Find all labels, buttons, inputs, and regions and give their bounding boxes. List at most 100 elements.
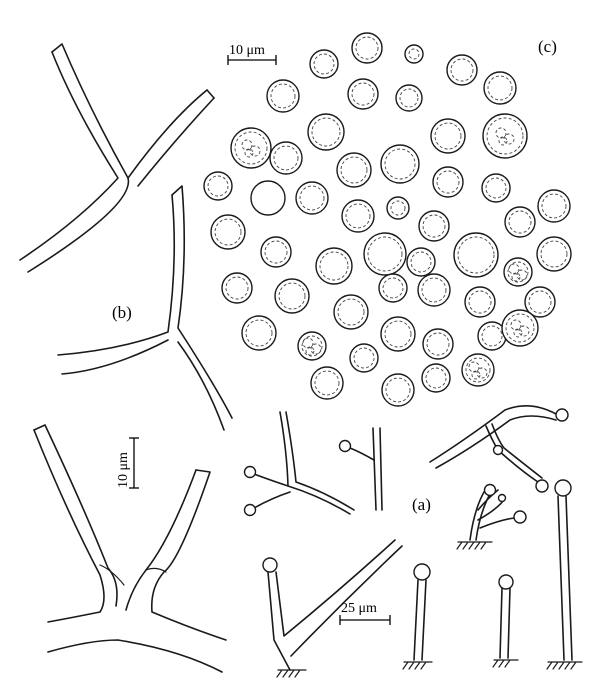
spore — [380, 144, 420, 184]
scale-bar-b-label: 10 μm — [116, 452, 131, 488]
spore-inner-wall — [270, 83, 296, 109]
spore — [464, 286, 496, 318]
spore-inner-wall — [541, 193, 567, 219]
spore-inner-wall — [540, 240, 568, 268]
spore-inclusion — [498, 136, 508, 146]
spore — [404, 44, 424, 64]
sporangium-head — [243, 503, 257, 517]
spore — [347, 78, 379, 110]
spore — [418, 210, 450, 242]
spore-inner-wall — [486, 117, 524, 155]
spore-inclusion — [310, 343, 322, 355]
spore-inner-wall — [426, 332, 450, 356]
sporangium-head — [243, 465, 257, 479]
sporangium-head — [535, 479, 549, 493]
sporangium-head — [338, 439, 352, 453]
spore-inner-wall — [245, 319, 273, 347]
spore-inner-wall — [434, 122, 462, 150]
spore — [315, 247, 353, 285]
spore-inner-wall — [384, 148, 416, 180]
spore-inner-wall — [314, 370, 340, 396]
spore — [336, 152, 372, 188]
spore-inner-wall — [465, 357, 491, 383]
spore-inner-wall — [450, 58, 474, 82]
sporangium-head — [555, 408, 569, 422]
spore-inner-wall — [507, 261, 529, 283]
spore-inner-wall — [345, 203, 371, 229]
spore-inclusion — [518, 325, 530, 337]
spore — [260, 236, 292, 268]
spore-inclusion — [516, 269, 528, 281]
spore — [310, 366, 344, 400]
spore-inner-wall — [425, 367, 447, 389]
spore-inner-wall — [319, 251, 349, 281]
spore — [274, 278, 310, 314]
spore-inner-wall — [485, 177, 507, 199]
spore-inner-wall — [311, 117, 341, 147]
spore-inner-wall — [390, 200, 406, 216]
spore-inclusion — [503, 133, 515, 145]
spore — [333, 294, 369, 330]
panel-c-spores — [203, 32, 572, 407]
spore — [269, 141, 303, 175]
spore-inclusion — [244, 148, 254, 158]
spore — [536, 236, 572, 272]
spore — [221, 272, 253, 304]
substrate-hatch — [492, 659, 519, 668]
spore-inner-wall — [481, 325, 503, 347]
spore-inner-wall — [299, 185, 325, 211]
sporangium-head — [513, 510, 527, 524]
spore-inner-wall — [234, 131, 268, 165]
sporangium-head — [492, 444, 504, 456]
spore-inner-wall — [225, 276, 249, 300]
spore — [295, 181, 329, 215]
spore-inner-wall — [313, 53, 335, 75]
spore-inner-wall — [410, 251, 432, 273]
spore-inner-wall — [273, 145, 299, 171]
spore — [504, 206, 536, 238]
spore-inner-wall — [340, 156, 368, 184]
spore — [351, 32, 383, 64]
scale-bar-b: 10 μm — [116, 437, 139, 489]
scale-bar-c-label: 10 μm — [229, 43, 265, 58]
spore — [363, 232, 407, 276]
spore — [241, 315, 277, 351]
spore-inclusion — [249, 145, 261, 157]
spore — [307, 113, 345, 151]
spore — [453, 232, 499, 278]
spore — [483, 71, 517, 105]
spore — [446, 54, 478, 86]
spore-inclusion — [513, 328, 523, 338]
panel-label-c: (c) — [538, 37, 557, 56]
panel-a-sporangiophores — [243, 405, 583, 678]
spore-inner-wall — [399, 88, 419, 108]
spore — [210, 214, 246, 250]
panel-b-hyphae — [19, 43, 233, 673]
panel-label-b: (b) — [112, 303, 132, 322]
spore-inner-wall — [351, 82, 375, 106]
spore-inner-wall — [457, 236, 495, 274]
spore-inner-wall — [264, 240, 288, 264]
spore-inner-wall — [207, 175, 229, 197]
sporangium-head — [554, 479, 572, 497]
spore-inner-wall — [436, 170, 460, 194]
spore — [381, 373, 415, 407]
spore-inner-wall — [528, 290, 552, 314]
spore-inner-wall — [468, 290, 492, 314]
sporangium-head — [497, 493, 507, 503]
spore-inclusion — [511, 272, 521, 282]
spore-inner-wall — [353, 347, 375, 369]
spore — [250, 180, 286, 216]
spore-inclusion — [471, 370, 481, 380]
spore-inclusion — [305, 346, 315, 356]
scale-bar-a: 25 μm — [339, 601, 391, 625]
spore — [537, 189, 571, 223]
substrate-hatch — [402, 661, 433, 670]
spore — [422, 328, 454, 360]
spore — [266, 79, 300, 113]
spore-inner-wall — [214, 218, 242, 246]
spore-inner-wall — [422, 214, 446, 238]
spore-inner-wall — [505, 313, 535, 343]
spore-inclusion — [476, 367, 488, 379]
